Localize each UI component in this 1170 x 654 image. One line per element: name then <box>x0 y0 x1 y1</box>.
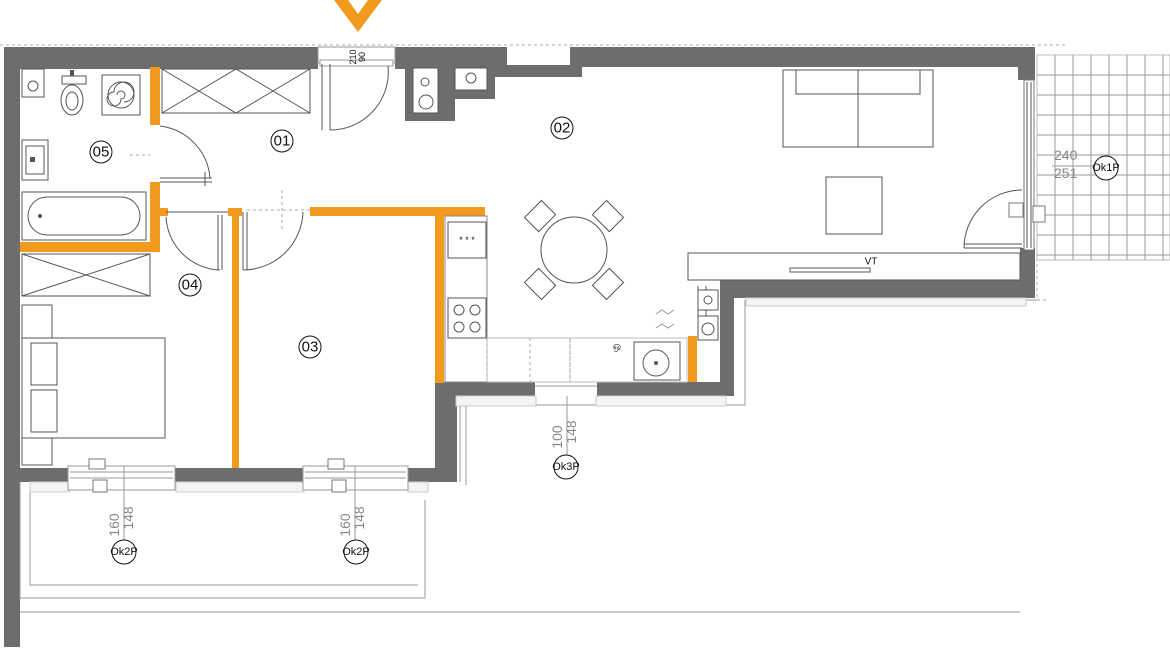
kitchen-label: VT <box>865 257 878 268</box>
wardrobes <box>21 68 311 297</box>
svg-text:02: 02 <box>554 120 571 137</box>
window-ok3p: 100 148 Ok3P <box>549 420 580 480</box>
svg-text:251: 251 <box>1054 165 1078 181</box>
sink-icon <box>633 341 681 381</box>
partition-walls <box>20 67 697 468</box>
svg-text:01: 01 <box>274 133 291 150</box>
svg-text:04: 04 <box>182 277 199 294</box>
terrace-outline <box>19 297 1040 613</box>
sofa-icon <box>782 69 934 235</box>
dining-table-icon <box>523 199 625 301</box>
entrance-dims: 210 90 <box>348 49 367 64</box>
washing-machine-icon <box>101 74 141 116</box>
room-05-label: 05 <box>89 140 113 164</box>
room-01-label: 01 <box>270 129 294 153</box>
window-ok2p-left: 160 148 Ok2P <box>106 506 138 565</box>
room-04-label: 04 <box>178 273 202 297</box>
svg-text:100: 100 <box>549 425 565 449</box>
svg-text:05: 05 <box>93 144 110 161</box>
svg-text:ஒ: ஒ <box>613 341 621 352</box>
svg-text:03: 03 <box>302 339 319 356</box>
svg-text:148: 148 <box>120 506 136 530</box>
svg-text:148: 148 <box>563 420 579 444</box>
balcony-tiles <box>1036 54 1170 261</box>
svg-text:Ok1P: Ok1P <box>1092 162 1120 174</box>
bathroom-fixtures <box>21 68 147 241</box>
svg-text:240: 240 <box>1054 147 1078 163</box>
entrance-arrow-icon <box>334 0 382 32</box>
svg-text:90: 90 <box>357 52 367 62</box>
room-03-label: 03 <box>298 335 322 359</box>
stove-icon <box>447 297 487 339</box>
svg-text:Ok3P: Ok3P <box>552 461 580 473</box>
svg-text:Ok2P: Ok2P <box>110 546 138 558</box>
svg-text:* * *: * * * <box>459 235 475 245</box>
room-labels: 01 02 03 04 05 <box>89 116 574 359</box>
window-ok2p-right: 160 148 Ok2P <box>337 506 370 565</box>
bed-icon <box>21 304 166 466</box>
bathtub-icon <box>21 191 147 241</box>
window-ok1p: 240 251 Ok1P <box>1052 147 1120 181</box>
svg-text:148: 148 <box>351 506 367 530</box>
toilet-icon <box>60 75 87 116</box>
kitchen-counters: * * * ஒ <box>444 215 1021 383</box>
svg-text:210: 210 <box>348 49 358 64</box>
svg-text:160: 160 <box>106 513 122 537</box>
svg-text:Ok2P: Ok2P <box>342 546 370 558</box>
svg-text:160: 160 <box>337 513 353 537</box>
room-02-label: 02 <box>550 116 574 140</box>
